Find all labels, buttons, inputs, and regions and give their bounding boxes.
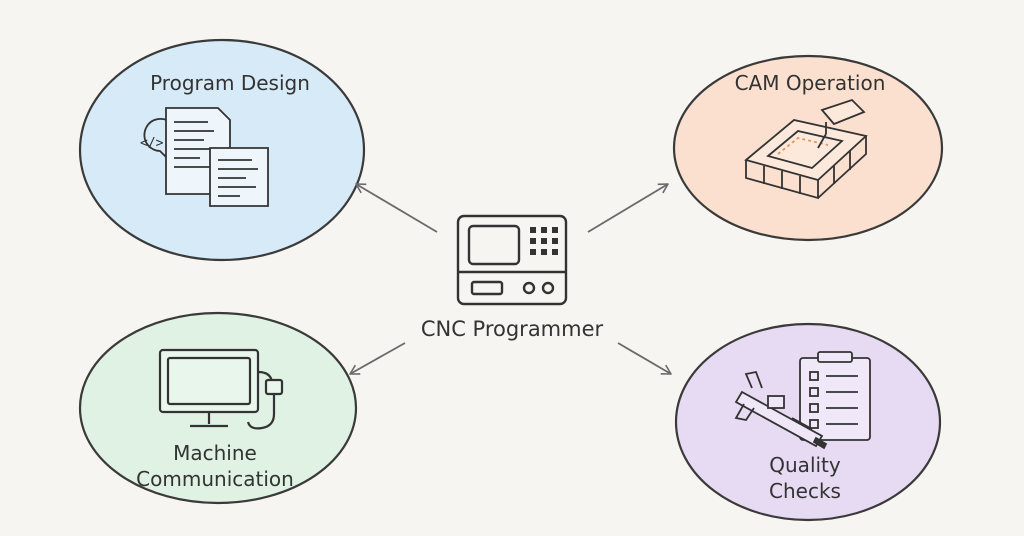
quality-checks-label-line2: Checks	[769, 479, 841, 503]
machine-communication-label: Machine Communication	[95, 440, 335, 492]
quality-checks-label: Quality Checks	[690, 452, 920, 504]
cnc-programmer-label: CNC Programmer	[420, 317, 604, 341]
arrow-to-cam-operation	[587, 183, 669, 233]
machine-communication-label-line1: Machine	[173, 441, 257, 465]
program-design-label: Program Design	[150, 71, 310, 95]
code-documents-icon: </>	[140, 107, 269, 207]
monitor-cable-icon	[158, 348, 284, 430]
arrow-to-quality-checks	[617, 342, 672, 375]
quality-checks-label-line1: Quality	[769, 453, 841, 477]
cam-operation-label: CAM Operation	[734, 71, 886, 95]
cnc-controller-icon	[456, 214, 568, 306]
arrow-to-machine-communication	[349, 342, 406, 375]
svg-text:</>: </>	[140, 136, 164, 151]
machine-communication-label-line2: Communication	[136, 467, 294, 491]
arrow-to-program-design	[355, 183, 438, 233]
caliper-checklist-icon	[734, 351, 871, 450]
milling-block-icon	[744, 98, 868, 200]
